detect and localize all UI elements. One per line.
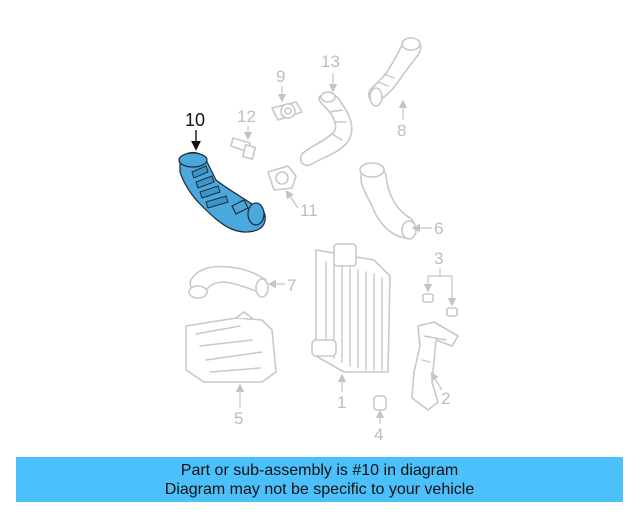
- part-7-hose: [188, 265, 269, 299]
- callout-arrow-11: [285, 190, 299, 209]
- callout-7: 7: [287, 276, 296, 295]
- callout-5: 5: [234, 409, 243, 428]
- part-13-hose: [299, 91, 353, 167]
- part-1-intercooler: [311, 243, 391, 373]
- part-11-flange: [267, 165, 297, 191]
- banner-line-1: Part or sub-assembly is #10 in diagram: [180, 461, 459, 479]
- part-10-intake-hose-highlighted: [178, 151, 266, 233]
- part-2-bracket: [411, 321, 459, 411]
- part-12-sensor: [230, 137, 257, 160]
- callout-13: 13: [321, 52, 340, 71]
- parts-diagram: 8 13 9 12 11 6 7: [178, 37, 459, 444]
- part-8-hose: [367, 37, 422, 107]
- callout-2: 2: [441, 389, 450, 408]
- callout-3: 3: [434, 249, 443, 268]
- callout-6: 6: [434, 219, 443, 238]
- callout-12: 12: [237, 107, 256, 126]
- part-4-plug: [373, 395, 387, 411]
- part-3-fasteners: [422, 268, 458, 317]
- banner-line-2: Diagram may not be specific to your vehi…: [164, 480, 475, 498]
- callout-11: 11: [300, 201, 318, 220]
- callout-1: 1: [337, 393, 346, 412]
- part-9-valve: [271, 101, 303, 121]
- part-6-hose: [359, 162, 417, 240]
- callout-4: 4: [374, 425, 383, 444]
- part-5-duct: [185, 311, 277, 383]
- callout-9: 9: [276, 67, 285, 86]
- callout-arrow-2: [430, 371, 443, 391]
- callout-10: 10: [185, 110, 205, 130]
- info-banner: Part or sub-assembly is #10 in diagram D…: [16, 457, 623, 502]
- callout-8: 8: [397, 121, 406, 140]
